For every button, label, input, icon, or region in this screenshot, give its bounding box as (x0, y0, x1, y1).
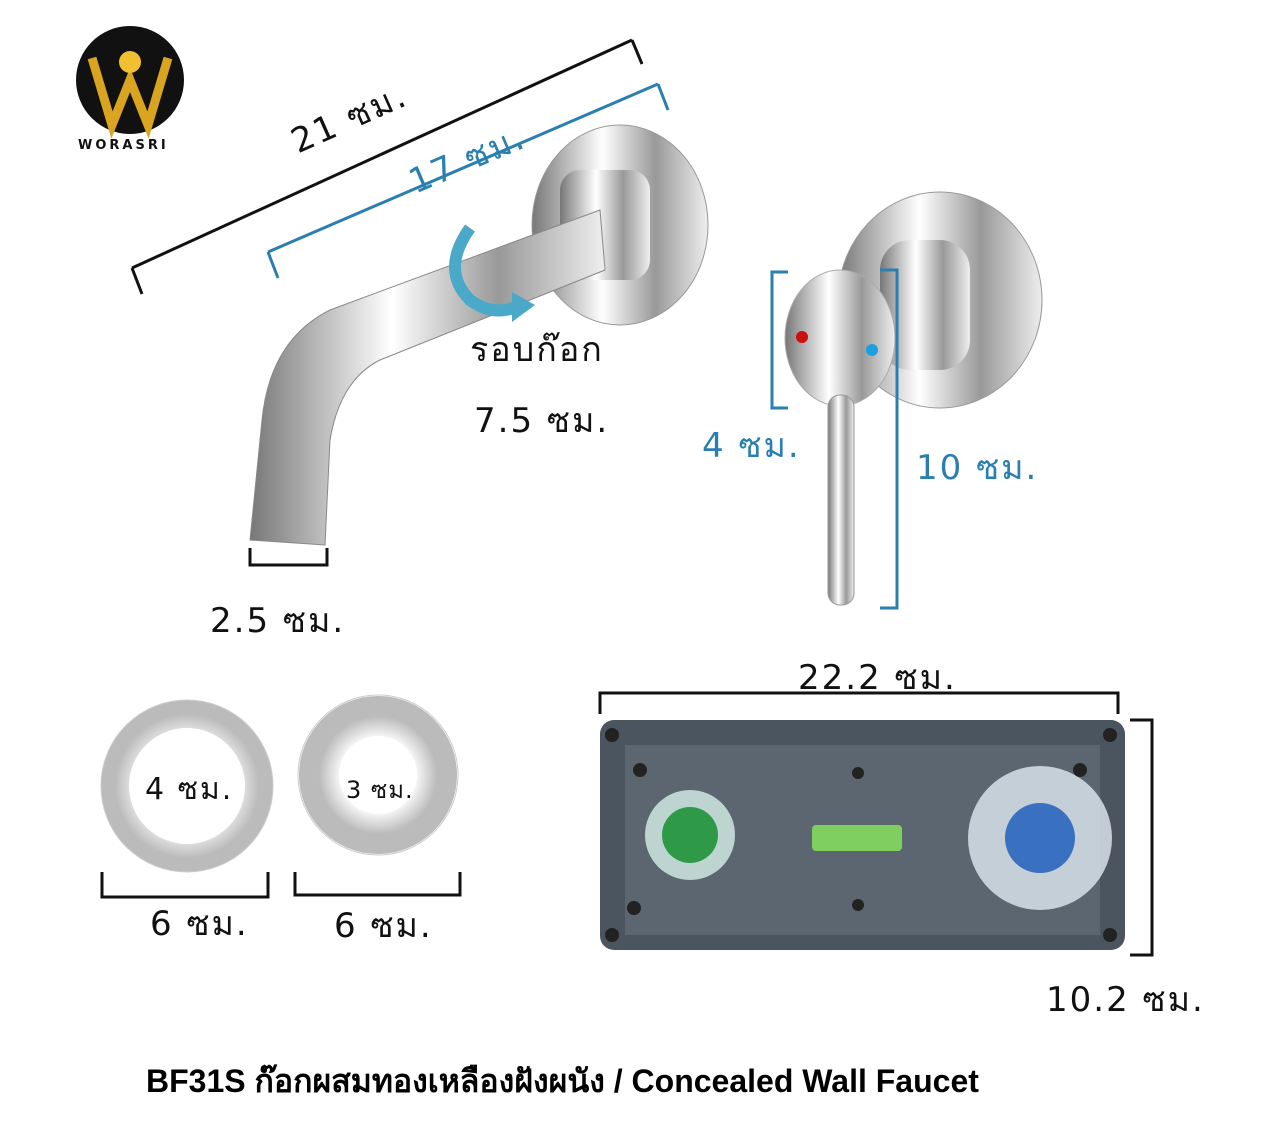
dimension-line-ring1 (100, 872, 270, 899)
cold-indicator (866, 344, 878, 356)
label-ring2-inner: 3 ซม. (346, 776, 414, 804)
worasri-logo (76, 26, 184, 139)
label-outlet: 2.5 ซม. (210, 601, 346, 641)
logo-text: WORASRI (78, 138, 169, 153)
label-ring2-outer: 6 ซม. (334, 906, 433, 946)
flange-ring-3cm (297, 694, 459, 856)
label-handle-height: 10 ซม. (916, 448, 1039, 488)
label-handle-diameter: 4 ซม. (702, 426, 801, 466)
spout (249, 124, 709, 546)
rotation-arrow-icon (449, 224, 523, 317)
concealed-valve-box (600, 720, 1125, 950)
label-rotation-value: 7.5 ซม. (474, 401, 610, 441)
label-box-width: 22.2 ซม. (798, 658, 957, 698)
hot-indicator (796, 331, 808, 343)
label-ring1-inner: 4 ซม. (145, 772, 234, 807)
dimension-line-handle-10cm (880, 268, 899, 610)
dimension-line-box-width (598, 691, 1120, 714)
label-box-height: 10.2 ซม. (1046, 980, 1205, 1020)
mixer-handle (784, 191, 1043, 606)
dimension-line-handle-4cm (770, 270, 788, 410)
dimension-line-ring2 (293, 872, 462, 897)
dimension-line-21cm (130, 38, 644, 295)
label-rotation: รอบก๊อก (470, 330, 604, 370)
label-ring1-outer: 6 ซม. (150, 904, 249, 944)
dimension-line-17cm (266, 82, 670, 279)
dimension-line-outlet (248, 548, 329, 567)
product-title: BF31S ก๊อกผสมทองเหลืองฝังผนัง / Conceale… (146, 1063, 979, 1099)
flange-ring-4cm (100, 699, 274, 873)
rotation-arrowhead-icon (512, 292, 535, 322)
dimension-line-box-height (1130, 718, 1154, 957)
